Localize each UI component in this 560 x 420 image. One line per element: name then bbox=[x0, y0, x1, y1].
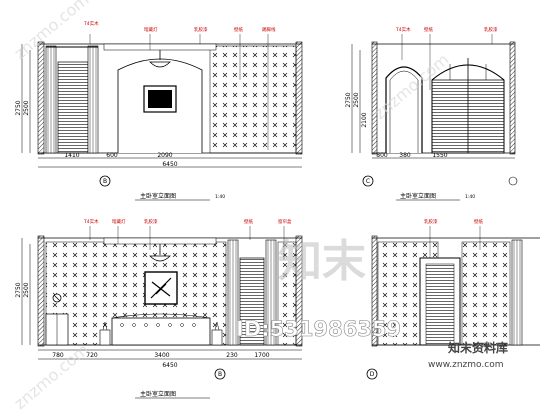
height-dim-2: 2500 bbox=[23, 100, 30, 115]
dim-bottom-2: 720 bbox=[86, 352, 98, 359]
wall-section-right bbox=[295, 41, 303, 155]
dim-bottom-3: 2090 bbox=[157, 152, 172, 159]
elevation-scale: 1:40 bbox=[465, 194, 475, 200]
dim-total: 6450 bbox=[162, 362, 177, 369]
elevation-title: 主卧室立面图 bbox=[140, 192, 176, 200]
note-3: 乳胶漆 bbox=[144, 218, 158, 225]
watermark-site-name: 知末资料库 bbox=[447, 340, 508, 355]
note-4: 壁纸 bbox=[234, 26, 243, 33]
note-1: T4实木 bbox=[83, 218, 99, 225]
dim-bottom-3: 1550 bbox=[432, 152, 447, 159]
dim-bottom-1: 800 bbox=[376, 152, 388, 159]
elevation-marker-label: D bbox=[370, 371, 375, 378]
wall-section-left bbox=[37, 41, 45, 155]
note-5: 踢脚线 bbox=[262, 26, 276, 33]
height-dim-2: 2500 bbox=[23, 282, 30, 297]
height-dim-1: 2750 bbox=[345, 92, 352, 107]
dim-bottom-2: 380 bbox=[399, 152, 411, 159]
watermark-brand: 知末 bbox=[278, 236, 366, 287]
bed bbox=[111, 317, 211, 346]
elevation-3: 2750 2500 780 720 3400 230 1700 6450 T4实… bbox=[15, 218, 303, 399]
pendant-lamp bbox=[149, 244, 171, 262]
elevation-marker-label: B bbox=[218, 371, 222, 378]
note-2: 壁纸 bbox=[424, 26, 433, 33]
note-5: 窗帘盒 bbox=[278, 218, 292, 225]
window-louver bbox=[57, 61, 89, 154]
dim-bottom-3: 3400 bbox=[154, 352, 169, 359]
dim-total: 6450 bbox=[162, 161, 177, 168]
note-3: 乳胶漆 bbox=[484, 26, 498, 33]
watermark-url: www.znzmo.com bbox=[428, 360, 503, 370]
elevation-2: 2750 2500 2100 800 380 1550 T4实木 壁纸 乳胶漆 … bbox=[345, 26, 518, 201]
dim-bottom-2: 600 bbox=[106, 152, 118, 159]
height-dim-1: 2750 bbox=[15, 100, 22, 115]
note-1: T4实木 bbox=[83, 20, 99, 27]
note-4: 壁纸 bbox=[244, 218, 253, 225]
elevation-marker bbox=[366, 368, 378, 380]
note-2: 暗藏灯 bbox=[112, 218, 126, 225]
dim-bottom-5: 1700 bbox=[254, 352, 269, 359]
note-1: 乳胶漆 bbox=[424, 218, 438, 225]
watermark-id: ID:531986359 bbox=[236, 317, 401, 341]
window-louver bbox=[239, 257, 265, 346]
elevation-marker-label: B bbox=[103, 178, 107, 185]
wallpaper-area bbox=[209, 45, 297, 154]
elevation-title: 主卧室立面图 bbox=[140, 390, 176, 398]
elevation-1: 2750 2500 1410 600 2090 6450 T4实木 暗藏灯 乳胶… bbox=[15, 20, 303, 201]
height-dim-2: 2500 bbox=[353, 92, 360, 107]
callouts: T4实木 暗藏灯 乳胶漆 壁纸 踢脚线 bbox=[83, 20, 276, 150]
elevation-marker-label: C bbox=[366, 178, 370, 185]
watermark-diagonal-bottom: znzmo.com bbox=[10, 340, 92, 413]
note-1: T4实木 bbox=[395, 26, 411, 33]
elevation-marker bbox=[99, 175, 111, 187]
elevation-4: 乳胶漆 壁纸 D bbox=[366, 218, 540, 380]
note-2: 暗藏灯 bbox=[144, 26, 158, 33]
elevation-marker bbox=[362, 175, 374, 187]
height-dim-3: 2100 bbox=[361, 112, 368, 127]
elevation-marker bbox=[214, 368, 226, 380]
height-dim-1: 2750 bbox=[15, 282, 22, 297]
note-2: 壁纸 bbox=[474, 218, 483, 225]
note-3: 乳胶漆 bbox=[194, 26, 208, 33]
dim-bottom-1: 1410 bbox=[64, 152, 79, 159]
arched-doorway bbox=[385, 66, 423, 153]
elevation-scale: 1:40 bbox=[215, 194, 225, 200]
dim-bottom-4: 230 bbox=[226, 352, 238, 359]
dim-bottom-1: 780 bbox=[52, 352, 64, 359]
elevation-title: 主卧室立面图 bbox=[400, 192, 436, 200]
